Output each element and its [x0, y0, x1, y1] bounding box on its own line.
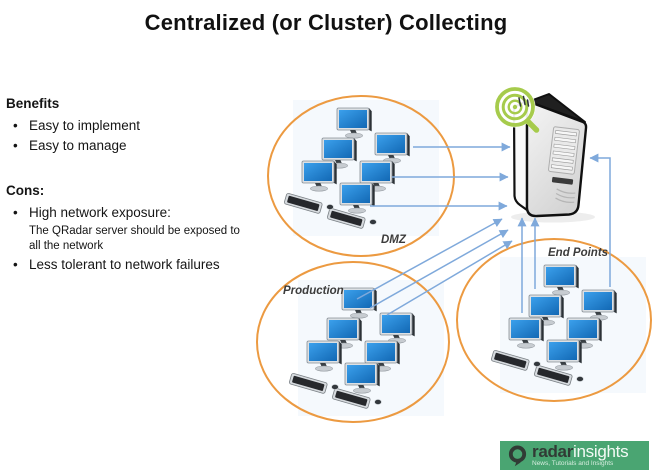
keyboard-icon [534, 365, 573, 386]
keyboard-icon [327, 208, 366, 229]
monitor-icon [543, 264, 579, 296]
keyboard-icon [332, 388, 371, 409]
con-item-text: High network exposure: [29, 205, 171, 220]
con-item-note: The QRadar server should be exposed to a… [29, 225, 240, 252]
cluster-endpoints: End Points [456, 238, 652, 402]
monitor-icon [508, 317, 544, 349]
monitor-icon [339, 182, 375, 214]
mouse-icon [326, 204, 334, 210]
brand-insights: insights [573, 442, 629, 461]
arrow-production-to-server [386, 240, 513, 316]
cons-list: High network exposure: The QRadar server … [6, 203, 276, 275]
radarinsights-q-icon [508, 445, 527, 467]
benefits-list: Easy to implementEasy to manage [6, 116, 276, 156]
cluster-production: Production [256, 261, 450, 423]
brand-text-block: radarinsights News, Tutorials and Insigh… [532, 442, 629, 467]
monitor-icon [326, 317, 362, 349]
benefit-item: Easy to implement [6, 116, 276, 136]
keyboard-icon [289, 373, 328, 394]
monitor-icon [336, 107, 372, 139]
con-item-text: Less tolerant to network failures [29, 257, 220, 272]
monitor-icon [581, 289, 617, 321]
cluster-dmz: DMZ [267, 95, 455, 257]
cluster-ellipse-production [256, 261, 450, 423]
arrow-production-to-server [369, 229, 509, 309]
monitor-icon [546, 339, 582, 371]
monitor-icon [364, 340, 400, 372]
con-item: Less tolerant to network failures [6, 255, 276, 275]
brand-tagline: News, Tutorials and Insights [532, 460, 614, 467]
radarinsights-logo: radarinsights News, Tutorials and Insigh… [500, 441, 649, 470]
cluster-label-production: Production [283, 285, 344, 297]
server-drive-slot [551, 176, 574, 185]
cluster-ellipse-dmz [267, 95, 455, 257]
mouse-icon [533, 361, 541, 367]
monitor-icon [359, 160, 395, 192]
slide-title: Centralized (or Cluster) Collecting [144, 10, 508, 35]
arrow-production-to-server [356, 218, 503, 300]
monitor-icon [306, 340, 342, 372]
server-vent-grille [548, 126, 580, 175]
cluster-label-endpoints: End Points [548, 247, 608, 259]
left-panel: Benefits Easy to implementEasy to manage… [6, 94, 276, 275]
qradar-server [494, 86, 595, 223]
monitor-icon [379, 312, 415, 344]
cons-heading: Cons: [6, 183, 45, 198]
brand-radar: radar [532, 442, 574, 461]
benefit-item: Easy to manage [6, 136, 276, 156]
keyboard-icon [284, 193, 323, 214]
arrow-endpoints-to-server [589, 153, 611, 287]
benefits-heading: Benefits [6, 96, 60, 111]
mouse-icon [374, 399, 382, 405]
cluster-label-dmz: DMZ [381, 234, 407, 246]
monitor-icon [344, 362, 380, 394]
monitor-icon [301, 160, 337, 192]
cluster-ellipse-endpoints [456, 238, 652, 402]
con-item: High network exposure: The QRadar server … [6, 203, 276, 253]
keyboard-icon [491, 350, 530, 371]
mouse-icon [331, 384, 339, 390]
mouse-icon [369, 219, 377, 225]
mouse-icon [576, 376, 584, 382]
monitor-icon [528, 294, 564, 326]
qradar-logo-icon [494, 86, 540, 133]
